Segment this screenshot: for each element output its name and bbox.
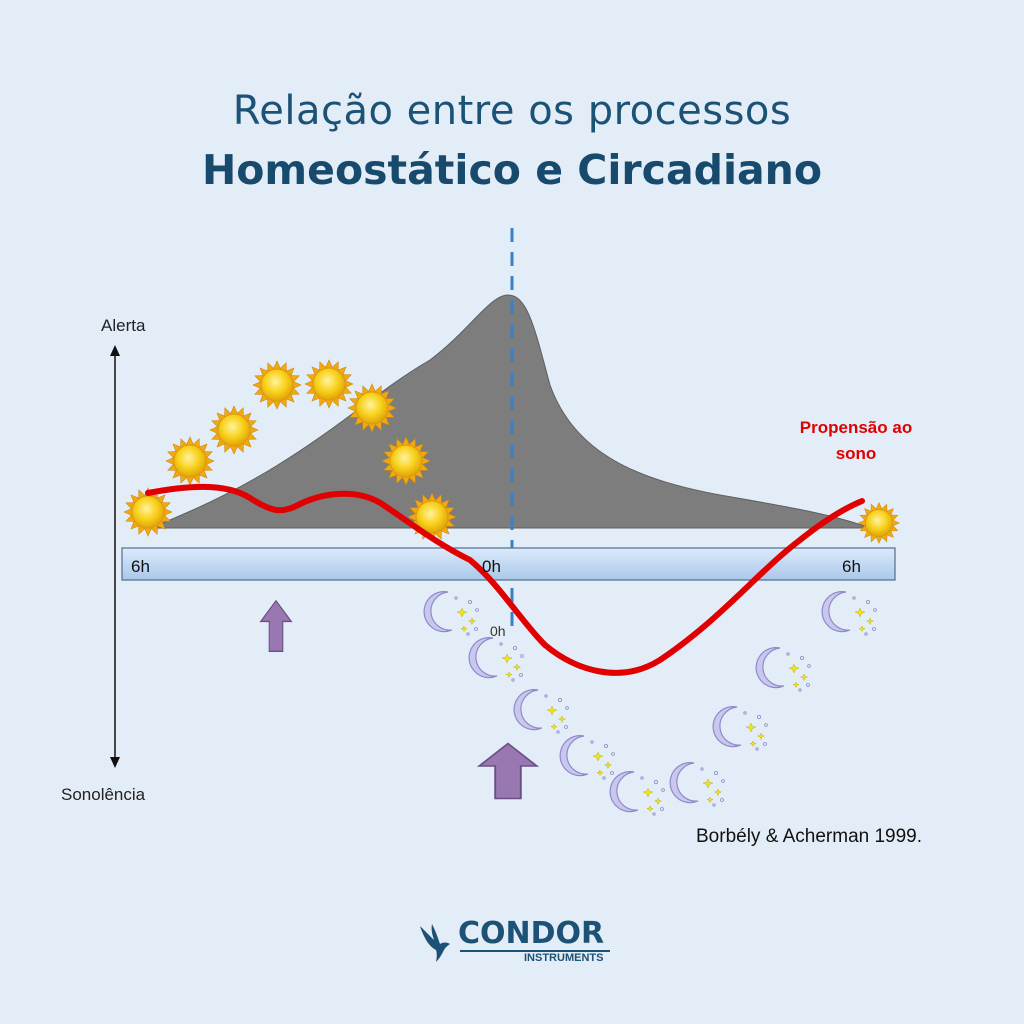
sun-icon xyxy=(252,360,302,410)
axis-label-alerta: Alerta xyxy=(101,316,146,335)
axis-label-sonolencia: Sonolência xyxy=(61,785,146,804)
condor-bird-icon xyxy=(420,924,450,962)
moon-stars-icon xyxy=(559,735,616,780)
up-arrow-icon xyxy=(260,600,292,652)
title-line-1: Relação entre os processos xyxy=(232,88,792,134)
sun-icon xyxy=(304,359,354,409)
up-arrow-icon xyxy=(478,742,538,800)
timeline-bar xyxy=(121,547,896,581)
moon-stars-icon xyxy=(755,647,812,692)
sleep-propensity-curve xyxy=(145,483,865,676)
title-line-2: Homeostático e Circadiano xyxy=(201,146,823,194)
moon-stars-icon xyxy=(669,762,726,807)
sun-icon xyxy=(381,436,431,486)
moon-stars-icon xyxy=(468,637,525,682)
sun-icon xyxy=(165,436,215,486)
citation: Borbély & Acherman 1999. xyxy=(696,826,923,847)
condor-logo: CONDOR INSTRUMENTS xyxy=(416,916,616,968)
vertical-axis xyxy=(110,345,120,768)
sun-icon xyxy=(209,405,259,455)
tick-label-right: 6h xyxy=(842,557,861,576)
legend-line-1: Propensão ao xyxy=(800,418,912,437)
tick-label-left: 6h xyxy=(131,557,150,576)
moon-stars-icon xyxy=(513,689,570,734)
tick-label-mid: 0h xyxy=(482,557,501,576)
moon-stars-icon xyxy=(609,771,666,816)
sun-icon xyxy=(858,502,900,544)
moon-stars-icon xyxy=(423,591,479,636)
hidden-label-fragment: 0h xyxy=(490,623,506,639)
moon-stars-icon xyxy=(821,591,878,636)
logo-wordmark: CONDOR xyxy=(458,916,605,951)
sun-icon xyxy=(407,492,457,542)
legend-line-2: sono xyxy=(836,444,877,463)
logo-subtitle: INSTRUMENTS xyxy=(524,952,604,964)
moon-stars-icon xyxy=(712,706,769,751)
sun-icon xyxy=(347,383,397,433)
logo-underline xyxy=(460,950,610,952)
homeostatic-area xyxy=(149,294,871,529)
